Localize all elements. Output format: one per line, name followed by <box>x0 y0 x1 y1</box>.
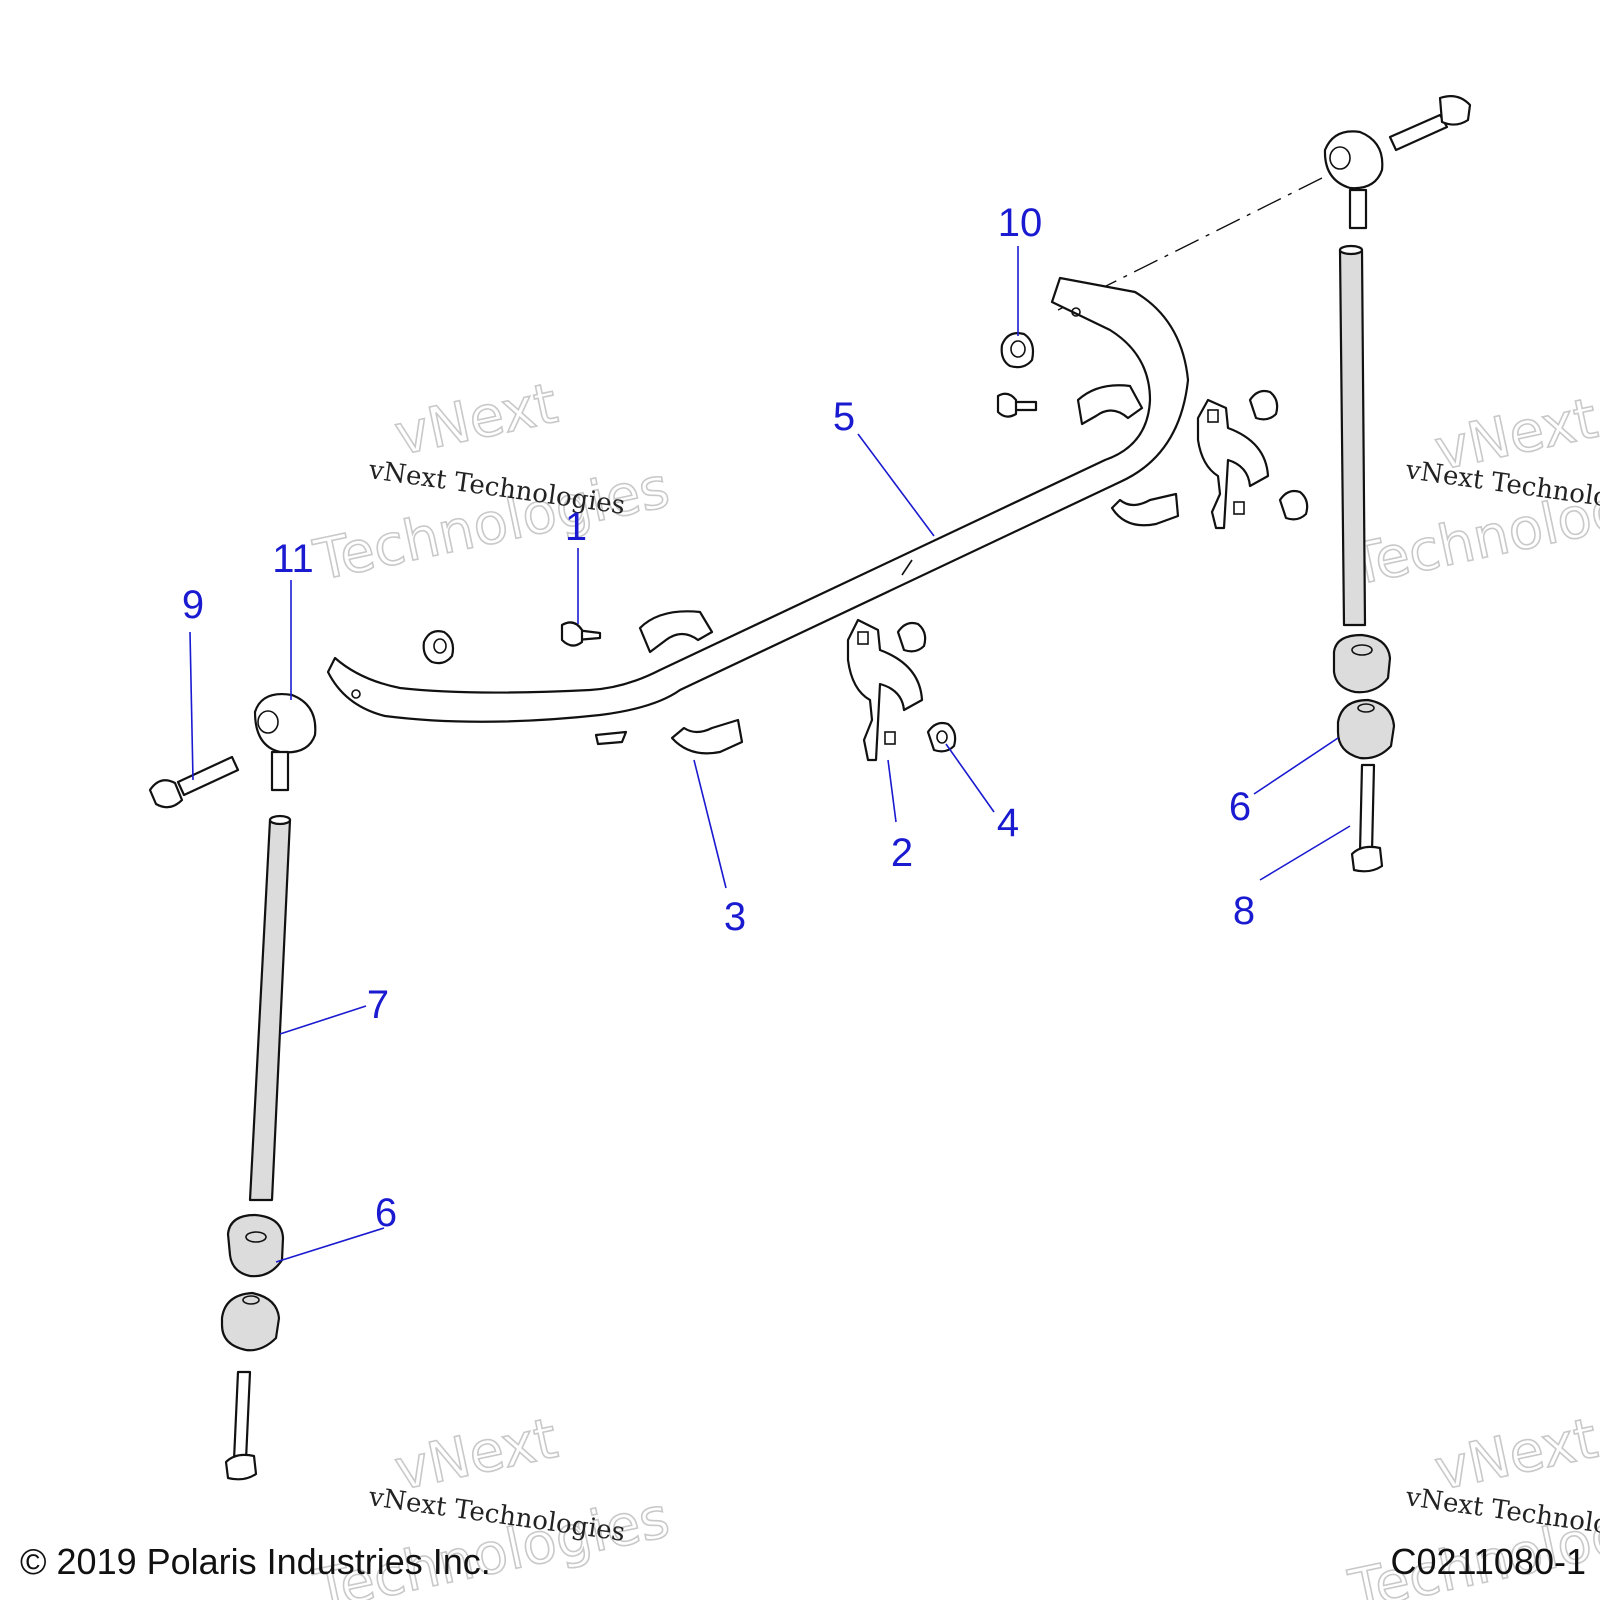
left-link-rod <box>248 814 292 1202</box>
left-bushing-lower <box>220 1291 281 1352</box>
nut-right-upper <box>1248 389 1279 421</box>
bushing-right-upper <box>1076 384 1144 426</box>
small-bolt-right <box>996 392 1038 418</box>
leader-lines <box>189 246 1351 1263</box>
nut-right-lower <box>1278 489 1309 521</box>
right-bushing-upper <box>1332 633 1392 694</box>
left-bushing-upper <box>226 1213 285 1278</box>
bushing-left-lower <box>670 718 744 755</box>
right-ball-joint <box>1323 130 1384 230</box>
callout-5: 5 <box>833 395 855 439</box>
callout-11: 11 <box>272 537 314 581</box>
small-bolt-left <box>560 621 602 647</box>
callout-3: 3 <box>724 895 746 939</box>
left-bolt <box>148 755 240 809</box>
watermark-top-right: vNext Technologies vNext Technologies <box>1343 385 1600 599</box>
right-bolt <box>1388 95 1472 152</box>
left-lower-bolt <box>224 1370 258 1481</box>
right-link-rod <box>1338 244 1367 627</box>
callout-9: 9 <box>182 583 204 627</box>
callout-2: 2 <box>891 831 913 875</box>
watermark-big-word: vNext <box>389 371 563 469</box>
right-bushing-lower <box>1336 698 1396 760</box>
callout-6-right: 6 <box>1229 785 1251 829</box>
nut-middle-upper <box>896 621 927 653</box>
bushing-right-lower <box>1110 492 1180 527</box>
callout-1: 1 <box>565 505 587 549</box>
callout-10: 10 <box>998 201 1043 245</box>
small-bolt-left-under <box>594 730 628 746</box>
bushing-left-upper <box>638 610 714 654</box>
diagram-id: C0211080-1 <box>1390 1541 1587 1582</box>
callout-7: 7 <box>367 983 389 1027</box>
flange-nut-10 <box>1000 332 1035 369</box>
callout-labels: 1 2 3 4 5 6 6 7 8 9 10 11 <box>182 201 1255 1235</box>
copyright-text: © 2019 Polaris Industries Inc. <box>20 1541 491 1582</box>
clamp-right <box>1196 398 1270 530</box>
callout-8: 8 <box>1233 889 1255 933</box>
watermark-top-left: vNext Technologies vNext Technologies <box>308 370 676 594</box>
right-lower-bolt <box>1350 763 1384 873</box>
flange-nut-left <box>422 630 455 665</box>
left-ball-joint <box>253 693 317 792</box>
callout-6-left: 6 <box>375 1191 397 1235</box>
nut-middle-lower <box>926 721 957 753</box>
clamp-middle <box>846 618 924 762</box>
callout-4: 4 <box>997 801 1019 845</box>
stabilizer-bar <box>326 276 1190 723</box>
